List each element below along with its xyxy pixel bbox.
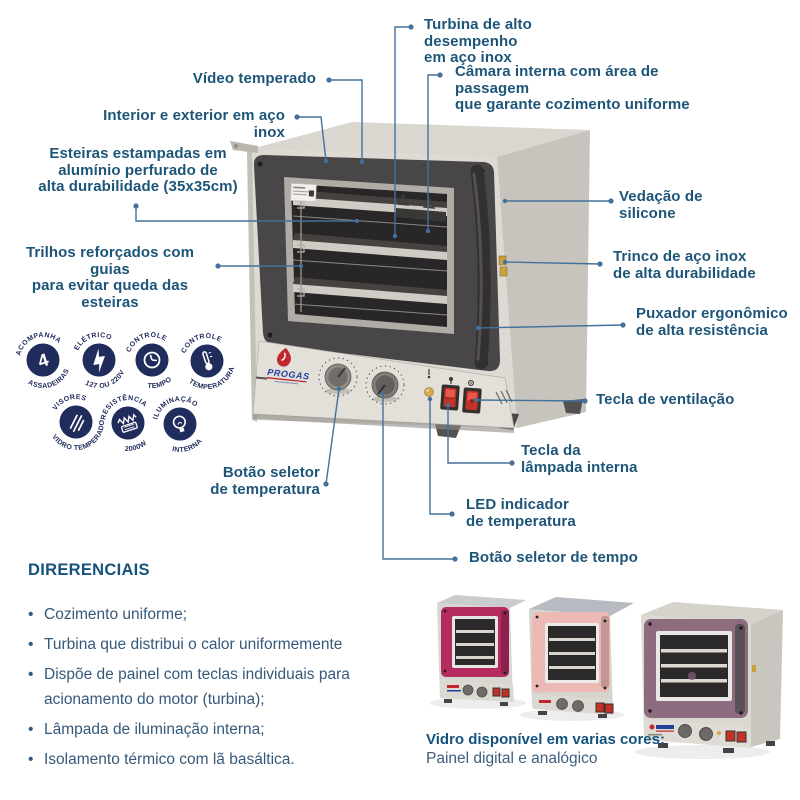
screw bbox=[267, 332, 273, 338]
clock-icon bbox=[143, 351, 161, 369]
callout-trilhos: Trilhos reforçados com guias para evitar… bbox=[25, 244, 195, 311]
warning-icon bbox=[396, 193, 410, 206]
warning-icon bbox=[422, 196, 436, 209]
svg-text:INTERNA: INTERNA bbox=[170, 437, 206, 458]
model-label bbox=[255, 376, 268, 380]
callout-line-puxador bbox=[477, 324, 624, 329]
screw bbox=[257, 161, 263, 167]
variants-caption-title: Vidro disponível em varias cores: bbox=[426, 731, 665, 748]
door-handle bbox=[470, 164, 491, 370]
differentials-section: DIRERENCIAIS Cozimento uniforme; Turbina… bbox=[28, 561, 398, 777]
differential-item: Cozimento uniforme; bbox=[28, 602, 398, 627]
temperature-knob bbox=[318, 357, 358, 397]
callout-line-ventilacao bbox=[475, 399, 586, 402]
brand-logo: PROGAS bbox=[266, 347, 310, 385]
differential-item: Isolamento térmico com lã basáltica. bbox=[28, 747, 398, 772]
lamp-icon bbox=[449, 377, 453, 381]
tray bbox=[293, 284, 447, 304]
variant-handle bbox=[501, 610, 509, 674]
callout-line-camara bbox=[427, 74, 440, 231]
callout-esteiras: Esteiras estampadas em alumínio perfurad… bbox=[38, 145, 238, 195]
callout-line-video bbox=[329, 79, 363, 162]
callout-line-turbina bbox=[394, 26, 411, 236]
thermometer-icon bbox=[202, 351, 213, 371]
vent-slots bbox=[495, 391, 503, 405]
hinge bbox=[230, 141, 258, 153]
variant-handle bbox=[735, 624, 745, 714]
variant-handle bbox=[601, 616, 609, 688]
callout-line-interior bbox=[297, 116, 327, 162]
differential-item: Lâmpada de iluminação interna; bbox=[28, 717, 398, 742]
badge-controle-temperatura: CONTROLE TEMPERATURA bbox=[177, 327, 241, 397]
resistor-icon bbox=[117, 413, 138, 433]
oven-side-face bbox=[497, 130, 590, 428]
oven-variant-pink bbox=[529, 597, 634, 718]
callout-line-trinco bbox=[504, 261, 601, 265]
badge-resistencia: RESISTÊNCIA 2000W bbox=[95, 387, 149, 456]
bulb-icon bbox=[172, 415, 186, 433]
door-latch bbox=[499, 266, 508, 277]
glass-icon bbox=[69, 414, 85, 433]
callout-line-esteiras bbox=[135, 206, 357, 222]
temperature-led bbox=[424, 387, 434, 397]
lightning-icon bbox=[93, 348, 106, 373]
callout-line-led bbox=[429, 399, 452, 515]
callout-tecla-ventilacao: Tecla de ventilação bbox=[596, 391, 735, 408]
callout-dots bbox=[133, 24, 626, 562]
safety-sticker bbox=[290, 183, 317, 203]
oven-illustration: PROGAS bbox=[230, 122, 590, 438]
callout-botao-temperatura: Botão seletor de temperatura bbox=[210, 464, 320, 498]
callout-botao-tempo: Botão seletor de tempo bbox=[469, 549, 638, 566]
fan-icon bbox=[468, 380, 474, 386]
callout-lines bbox=[135, 26, 624, 560]
badge-assadeiras: ACOMPANHA ASSADEIRAS 4 bbox=[11, 326, 75, 396]
callout-vedacao: Vedação de silicone bbox=[619, 188, 703, 222]
callout-camara: Câmara interna com área de passagem que … bbox=[455, 63, 690, 113]
callout-video-temperado: Vídeo temperado bbox=[192, 70, 316, 87]
callout-interior-exterior: Interior e exterior em aço inox bbox=[103, 107, 285, 141]
oven-variants bbox=[430, 595, 783, 759]
tray bbox=[293, 240, 447, 260]
variants-caption-subtitle: Painel digital e analógico bbox=[426, 750, 598, 767]
light-switch bbox=[440, 384, 460, 411]
callout-line-temperatura bbox=[325, 388, 340, 485]
callout-tecla-lampada: Tecla da lâmpada interna bbox=[521, 442, 638, 476]
badge-visores: VISORES VIDRO TEMPERADO bbox=[50, 390, 114, 460]
oven-top-face bbox=[247, 122, 590, 157]
badge-controle-tempo: CONTROLE TEMPO bbox=[122, 326, 174, 392]
oven-variant-mauve bbox=[641, 602, 783, 753]
callout-led-indicador: LED indicador de temperatura bbox=[466, 496, 576, 530]
differential-item: Turbina que distribui o calor uniformeme… bbox=[28, 632, 398, 657]
time-knob bbox=[365, 365, 405, 405]
flame-icon bbox=[277, 347, 291, 367]
callout-puxador: Puxador ergonômico de alta resistência bbox=[636, 305, 788, 339]
badge-eletrico: ELÉTRICO 127 OU 220V bbox=[70, 326, 129, 396]
brand-name: PROGAS bbox=[267, 367, 310, 381]
differentials-heading: DIRERENCIAIS bbox=[28, 561, 150, 579]
callout-line-tempo bbox=[382, 393, 455, 560]
oven-variant-magenta bbox=[437, 595, 526, 706]
badge-iluminacao: ILUMINAÇÃO INTERNA bbox=[148, 390, 206, 458]
callout-trinco: Trinco de aço inox de alta durabilidade bbox=[613, 248, 756, 282]
callout-line-lampada bbox=[447, 405, 512, 464]
differential-item: Dispõe de painel com teclas individuais … bbox=[28, 662, 402, 712]
variants-caption: Vidro disponível em varias cores: Painel… bbox=[426, 731, 726, 768]
oven-foot bbox=[563, 399, 583, 414]
callout-turbina: Turbina de alto desempenho em aço inox bbox=[424, 16, 532, 66]
